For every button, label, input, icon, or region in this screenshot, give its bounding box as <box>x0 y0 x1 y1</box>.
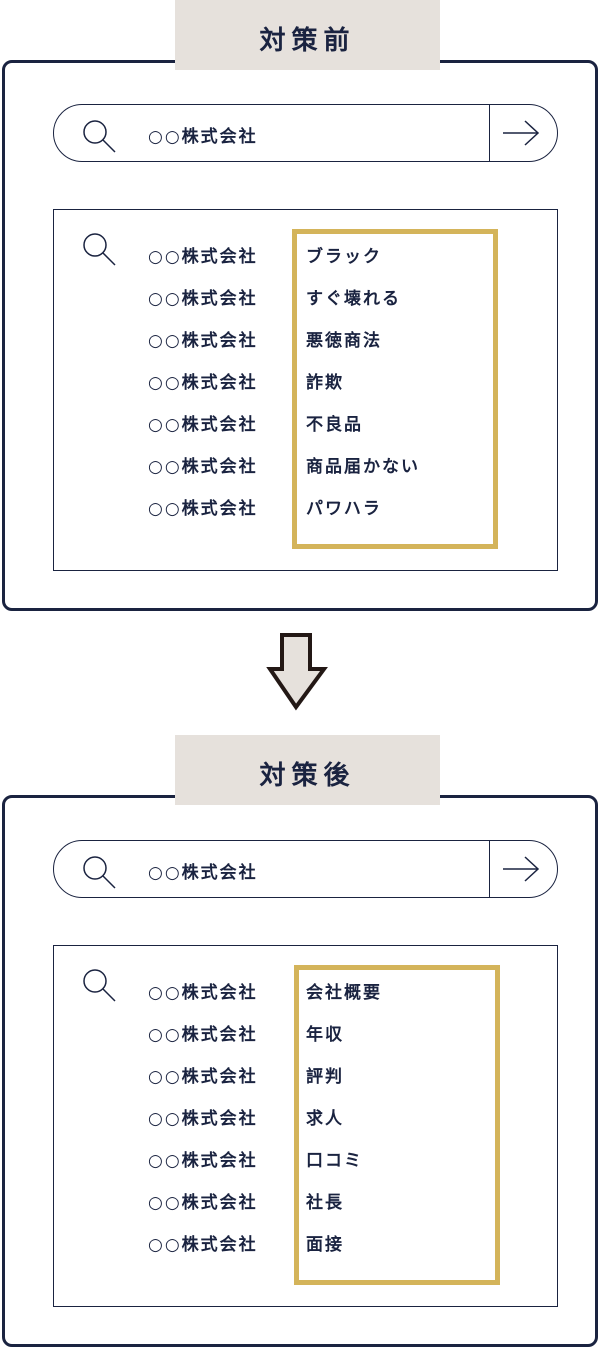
before-panel: ○○株式会社 ○○株式会社ブラック○○株式会社すぐ壊れる○○株式会社悪徳商法○○… <box>2 60 598 611</box>
suggestion-keyword: すぐ壊れる <box>306 289 401 309</box>
results-box: ○○株式会社会社概要○○株式会社年収○○株式会社評判○○株式会社求人○○株式会社… <box>53 945 558 1307</box>
suggestion-keyword: 社長 <box>306 1193 344 1213</box>
suggestion-query: ○○株式会社 <box>148 499 258 519</box>
suggestion-row[interactable]: ○○株式会社 詐欺 <box>148 368 342 393</box>
suggestion-query: ○○株式会社 <box>148 331 258 351</box>
search-query: ○○株式会社 <box>148 127 258 147</box>
results-box: ○○株式会社ブラック○○株式会社すぐ壊れる○○株式会社悪徳商法○○株式会社詐欺○… <box>53 209 558 571</box>
suggestion-row[interactable]: ○○株式会社 ブラック <box>148 242 380 267</box>
suggestion-query: ○○株式会社 <box>148 1235 258 1255</box>
suggestion-keyword: 詐欺 <box>306 373 344 393</box>
suggestion-query: ○○株式会社 <box>148 1025 258 1045</box>
suggestion-query: ○○株式会社 <box>148 1067 258 1087</box>
suggestion-row[interactable]: ○○株式会社 社長 <box>148 1188 342 1213</box>
suggestion-row[interactable]: ○○株式会社 口コミ <box>148 1146 361 1171</box>
suggestion-keyword: 口コミ <box>306 1151 363 1171</box>
after-title: 対策後 <box>259 760 356 791</box>
suggestion-row[interactable]: ○○株式会社 求人 <box>148 1104 342 1129</box>
divider <box>489 105 490 161</box>
down-arrow-icon <box>266 633 328 711</box>
suggestion-query: ○○株式会社 <box>148 457 258 477</box>
suggestion-query: ○○株式会社 <box>148 1151 258 1171</box>
suggestion-row[interactable]: ○○株式会社 年収 <box>148 1020 342 1045</box>
suggestion-row[interactable]: ○○株式会社 パワハラ <box>148 494 380 519</box>
suggestion-keyword: パワハラ <box>306 499 382 519</box>
suggestion-keyword: ブラック <box>306 247 382 267</box>
suggestion-keyword: 年収 <box>306 1025 344 1045</box>
suggestion-keyword: 評判 <box>306 1067 344 1087</box>
suggestion-row[interactable]: ○○株式会社 不良品 <box>148 410 361 435</box>
suggestion-keyword: 不良品 <box>306 415 363 435</box>
suggestion-query: ○○株式会社 <box>148 983 258 1003</box>
suggestion-query: ○○株式会社 <box>148 289 258 309</box>
suggestion-query: ○○株式会社 <box>148 1193 258 1213</box>
suggestion-row[interactable]: ○○株式会社 面接 <box>148 1230 342 1255</box>
suggestion-row[interactable]: ○○株式会社 商品届かない <box>148 452 418 477</box>
suggestion-keyword: 面接 <box>306 1235 344 1255</box>
suggestion-keyword: 商品届かない <box>306 457 420 477</box>
suggestion-query: ○○株式会社 <box>148 415 258 435</box>
before-title: 対策前 <box>259 25 356 56</box>
divider <box>489 841 490 897</box>
search-bar[interactable]: ○○株式会社 <box>53 840 558 898</box>
suggestion-query: ○○株式会社 <box>148 373 258 393</box>
suggestion-keyword: 悪徳商法 <box>306 331 382 351</box>
search-icon <box>83 856 116 889</box>
suggestion-row[interactable]: ○○株式会社 すぐ壊れる <box>148 284 399 309</box>
suggestion-row[interactable]: ○○株式会社 悪徳商法 <box>148 326 380 351</box>
search-icon <box>83 969 116 1002</box>
search-bar[interactable]: ○○株式会社 <box>53 104 558 162</box>
arrow-right-icon[interactable] <box>501 119 541 147</box>
suggestion-query: ○○株式会社 <box>148 247 258 267</box>
after-label: 対策後 <box>175 735 440 805</box>
search-query: ○○株式会社 <box>148 863 258 883</box>
after-panel: ○○株式会社 ○○株式会社会社概要○○株式会社年収○○株式会社評判○○株式会社求… <box>2 795 598 1347</box>
suggestion-keyword: 求人 <box>306 1109 344 1129</box>
highlight-box <box>294 965 500 1285</box>
suggestion-row[interactable]: ○○株式会社 評判 <box>148 1062 342 1087</box>
suggestion-keyword: 会社概要 <box>306 983 382 1003</box>
search-icon <box>83 120 116 153</box>
highlight-box <box>292 229 498 549</box>
search-icon <box>83 233 116 266</box>
before-label: 対策前 <box>175 0 440 70</box>
suggestion-row[interactable]: ○○株式会社 会社概要 <box>148 978 380 1003</box>
arrow-right-icon[interactable] <box>501 855 541 883</box>
suggestion-query: ○○株式会社 <box>148 1109 258 1129</box>
